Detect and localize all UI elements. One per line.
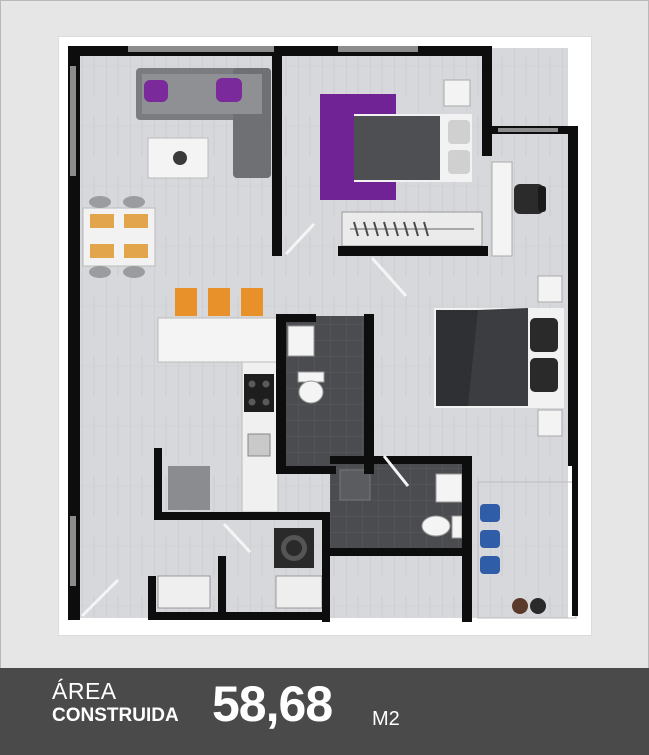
bathroom-sink-2 (435, 473, 463, 503)
plant-pot-2 (530, 598, 546, 614)
desk-chair-icon (514, 184, 546, 214)
area-label-line2: CONSTRUIDA (52, 705, 179, 726)
dining-table-icon (82, 196, 156, 278)
storage-shelf (157, 575, 211, 609)
bathroom-sink (287, 325, 315, 357)
area-label-line1: ÁREA (52, 678, 117, 704)
sofa-icon (136, 68, 271, 178)
toilet-icon-2 (421, 515, 463, 539)
closet (341, 211, 483, 247)
vase-icon (173, 151, 187, 165)
doors (80, 222, 410, 618)
toilet-icon (297, 371, 325, 404)
bar-stools (175, 288, 263, 316)
windows (70, 46, 558, 586)
master-bed-icon (434, 308, 564, 408)
sink-icon (247, 433, 271, 457)
plant-pot (512, 598, 528, 614)
kitchen-island (157, 317, 279, 363)
balcony-chairs (480, 504, 500, 574)
washer-icon (274, 528, 314, 568)
footer-bar (0, 668, 649, 755)
desk (491, 161, 513, 257)
area-unit: M2 (372, 708, 400, 730)
nightstand-top (537, 275, 563, 303)
nightstand-bottom (537, 409, 563, 437)
area-value: 58,68 (212, 676, 333, 732)
stove-icon (244, 374, 274, 412)
shower-tray (339, 469, 371, 501)
area-label: ÁREA CONSTRUIDA (52, 678, 179, 726)
bed-icon (354, 114, 472, 182)
floor-plan (68, 46, 578, 622)
laundry-sink (275, 575, 323, 609)
fridge (168, 466, 210, 510)
nightstand (443, 79, 471, 107)
